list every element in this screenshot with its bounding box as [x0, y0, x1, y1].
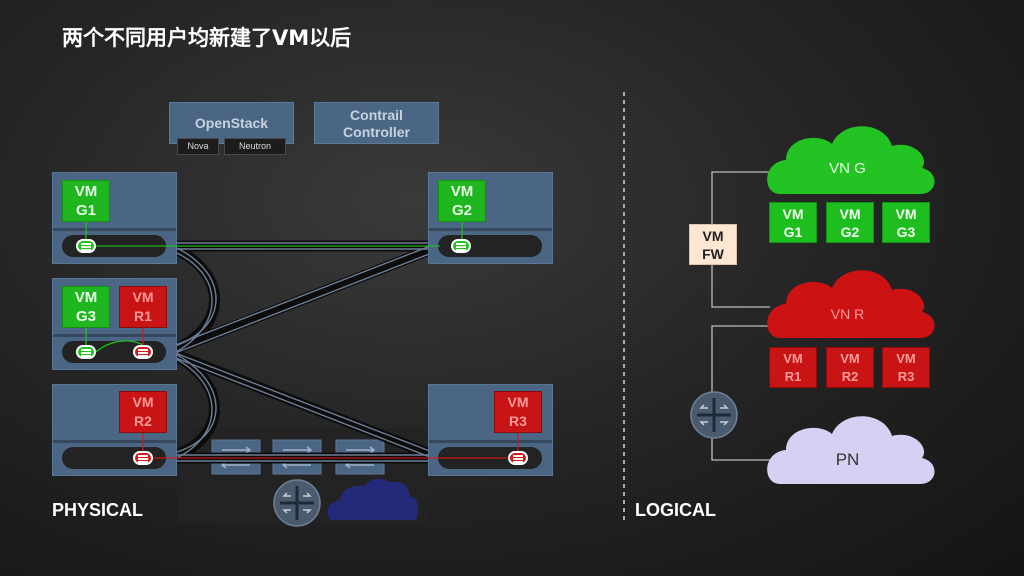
pn-cloud — [767, 416, 935, 484]
logical-vm-r2[interactable]: VM R2 — [826, 347, 874, 388]
host-divider — [53, 228, 176, 231]
vrouter-green-icon — [76, 345, 96, 359]
logical-label: LOGICAL — [635, 500, 716, 520]
vm-r2[interactable]: VM R2 — [119, 391, 167, 433]
slide-title: 两个不同用户均新建了VM以后 — [62, 26, 352, 50]
vm-fw[interactable]: VM FW — [689, 224, 737, 265]
vm-g1[interactable]: VM G1 — [62, 180, 110, 222]
openstack-box: OpenStack — [169, 102, 294, 144]
logical-vm-r3[interactable]: VM R3 — [882, 347, 930, 388]
logical-links — [711, 171, 770, 461]
nova-box: Nova — [177, 138, 219, 155]
neutron-box: Neutron — [224, 138, 286, 155]
pn-label: PN — [835, 450, 860, 469]
vn-green-cloud — [767, 126, 935, 194]
host-divider — [429, 440, 552, 443]
host-divider — [53, 334, 176, 337]
host-divider — [429, 228, 552, 231]
underlay-router-icon — [273, 479, 321, 527]
underlay-cloud — [327, 478, 418, 520]
vm-g2[interactable]: VM G2 — [438, 180, 486, 222]
vm-r1[interactable]: VM R1 — [119, 286, 167, 328]
vm-g3[interactable]: VM G3 — [62, 286, 110, 328]
vm-r3[interactable]: VM R3 — [494, 391, 542, 433]
vn-red-label: VN R — [830, 306, 865, 322]
vrouter-red-icon — [508, 451, 528, 465]
logical-vm-g1[interactable]: VM G1 — [769, 202, 817, 243]
vn-red-cloud — [767, 270, 935, 338]
contrail-controller-box: Contrail Controller — [314, 102, 439, 144]
logical-router-icon — [690, 391, 738, 439]
vrouter-red-icon — [133, 345, 153, 359]
vn-green-label: VN G — [829, 160, 866, 177]
logical-vm-g3[interactable]: VM G3 — [882, 202, 930, 243]
vrouter-green-icon — [76, 239, 96, 253]
logical-vm-g2[interactable]: VM G2 — [826, 202, 874, 243]
vrouter-red-icon — [133, 451, 153, 465]
openstack-label: OpenStack — [194, 115, 269, 131]
host-divider — [53, 440, 176, 443]
logical-vm-r1[interactable]: VM R1 — [769, 347, 817, 388]
physical-label: PHYSICAL — [52, 500, 144, 520]
vrouter-green-icon — [451, 239, 471, 253]
